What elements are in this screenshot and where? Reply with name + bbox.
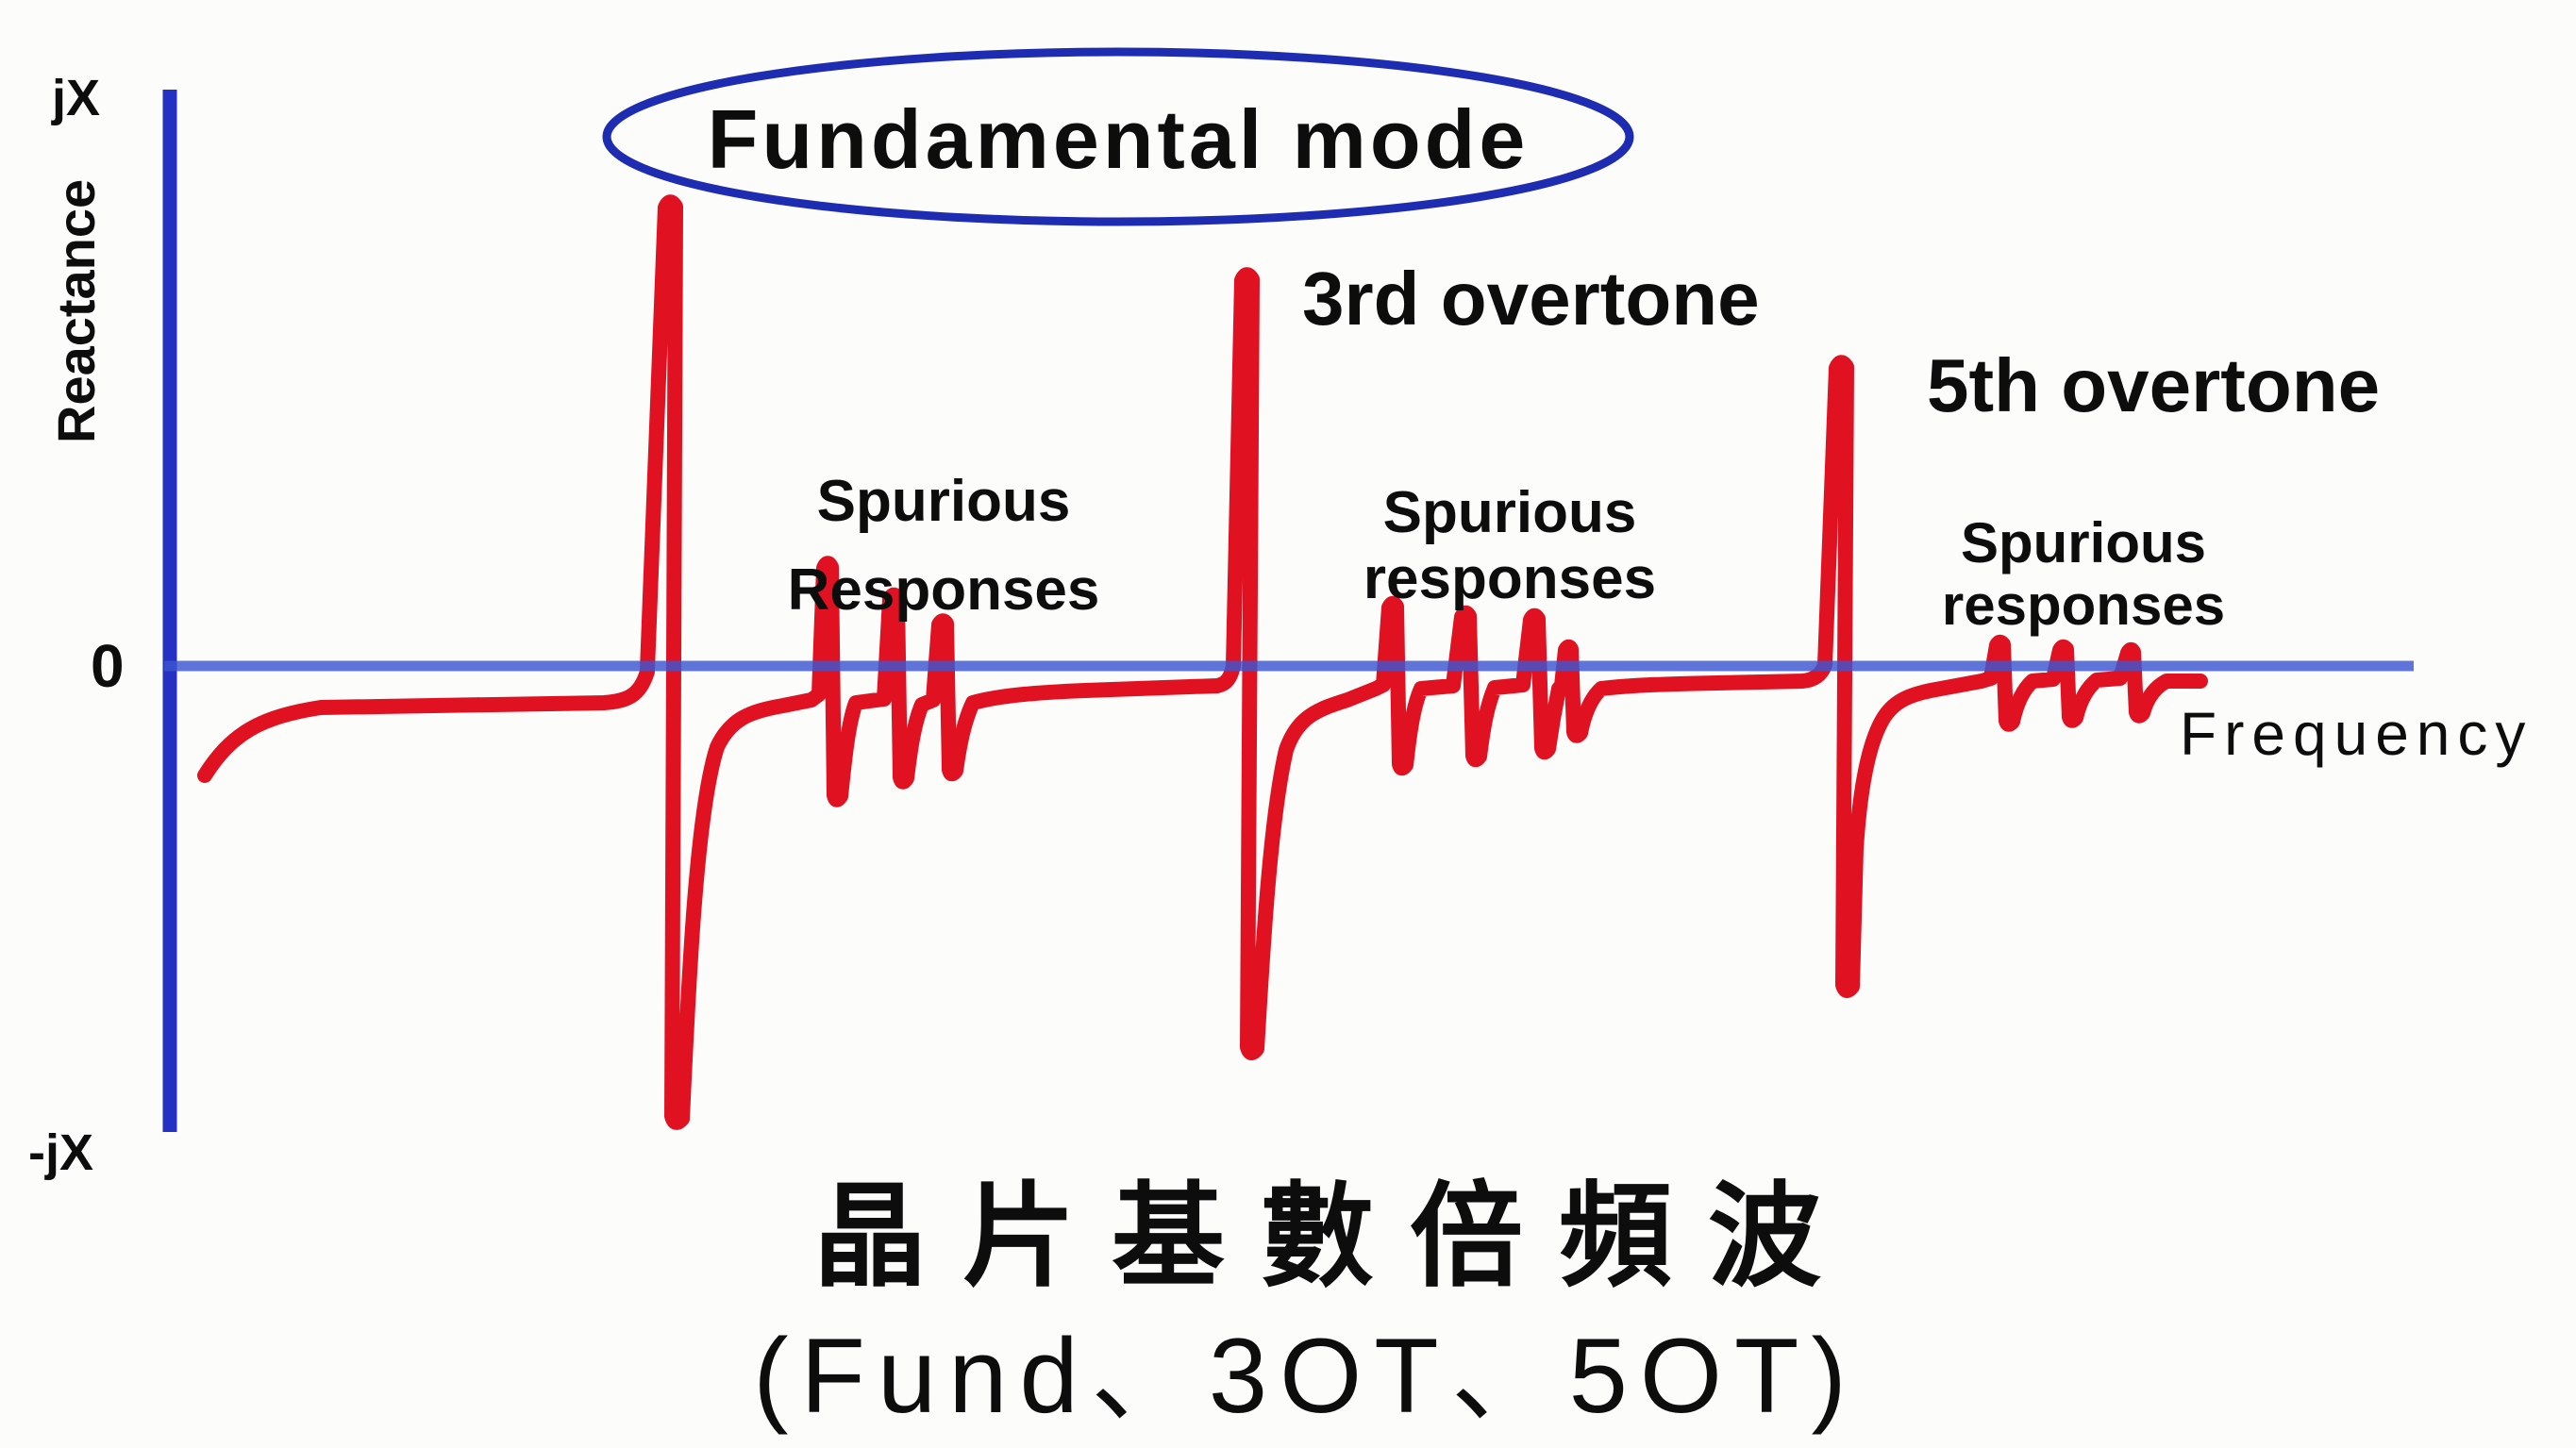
y-axis-title: Reactance <box>46 179 106 443</box>
spurious-3ot-label-line2: responses <box>1363 546 1656 611</box>
third-overtone-label: 3rd overtone <box>1302 257 1760 341</box>
fundamental-mode-label: Fundamental mode <box>708 92 1530 186</box>
caption-mode-list: (Fund、3OT、5OT) <box>753 1317 1859 1435</box>
fundamental-mode-ellipse <box>602 47 1634 226</box>
fifth-overtone-label: 5th overtone <box>1927 343 2380 427</box>
crystal-reactance-curve <box>197 194 2208 1130</box>
spurious-fundamental-label-line2: Responses <box>788 558 1100 623</box>
spurious-fundamental-label-line1: Spurious <box>817 469 1071 534</box>
spurious-5ot-label-line2: responses <box>1942 574 2225 637</box>
origin-zero-label: 0 <box>91 632 125 700</box>
spurious-3ot-label-line1: Spurious <box>1383 480 1637 545</box>
y-axis-bottom-label: -jX <box>28 1124 93 1181</box>
caption-chinese-title: 晶片基數倍頻波 <box>813 1173 1857 1300</box>
spurious-5ot-label-line1: Spurious <box>1961 511 2206 574</box>
x-axis-title: Frequency <box>2180 700 2533 768</box>
y-axis-top-label: jX <box>51 70 100 126</box>
